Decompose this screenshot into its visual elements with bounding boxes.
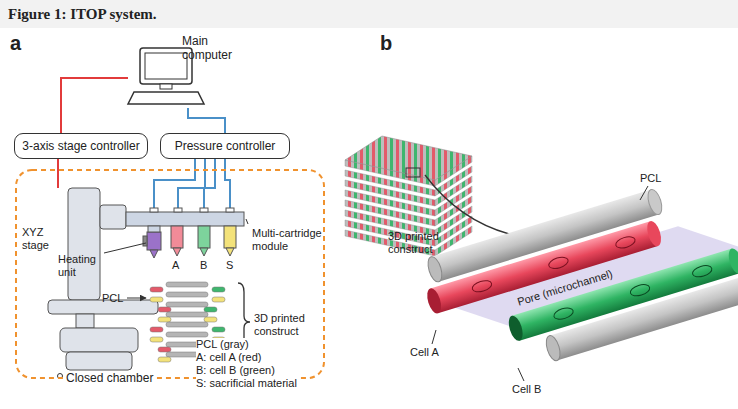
process-box: Pressure controller [160, 133, 290, 159]
chamber-border [16, 170, 324, 378]
cable-connector [188, 108, 225, 133]
part-label: S [226, 259, 233, 272]
process-box: 3-axis stage controller [14, 133, 148, 159]
part-label: PCL (gray) [196, 338, 249, 351]
part-label: B [200, 259, 207, 272]
part-label: S: sacrificial material [196, 377, 297, 390]
panel-letter: b [380, 32, 392, 54]
node-text: 3-axis stage controller [22, 139, 139, 153]
part-label: 3D printed construct [388, 230, 458, 256]
part-label: Cell A [410, 346, 439, 359]
computer-node: Main computer [128, 34, 240, 108]
part-label: PCL [102, 292, 123, 305]
chamber-region: Closed chamber [14, 168, 326, 390]
node-text: Closed chamber [64, 371, 155, 385]
part-label: 3D printed construct [254, 312, 320, 338]
node-text: Main computer [182, 34, 240, 62]
part-label: A [172, 259, 179, 272]
panel-letter: a [10, 32, 21, 54]
part-label: A: cell A (red) [196, 351, 261, 364]
part-label: PCL [640, 172, 661, 185]
chamber-outline [14, 168, 326, 390]
cable-connector [61, 78, 128, 133]
figure-title: Figure 1: ITOP system. [8, 6, 157, 23]
part-label: Multi-cartridge module [252, 227, 322, 253]
part-label: B: cell B (green) [196, 364, 275, 377]
part-label: Cell B [512, 383, 541, 396]
part-label: Heating unit [58, 253, 104, 279]
node-text: Pressure controller [175, 139, 276, 153]
part-label: XYZ stage [22, 226, 66, 252]
